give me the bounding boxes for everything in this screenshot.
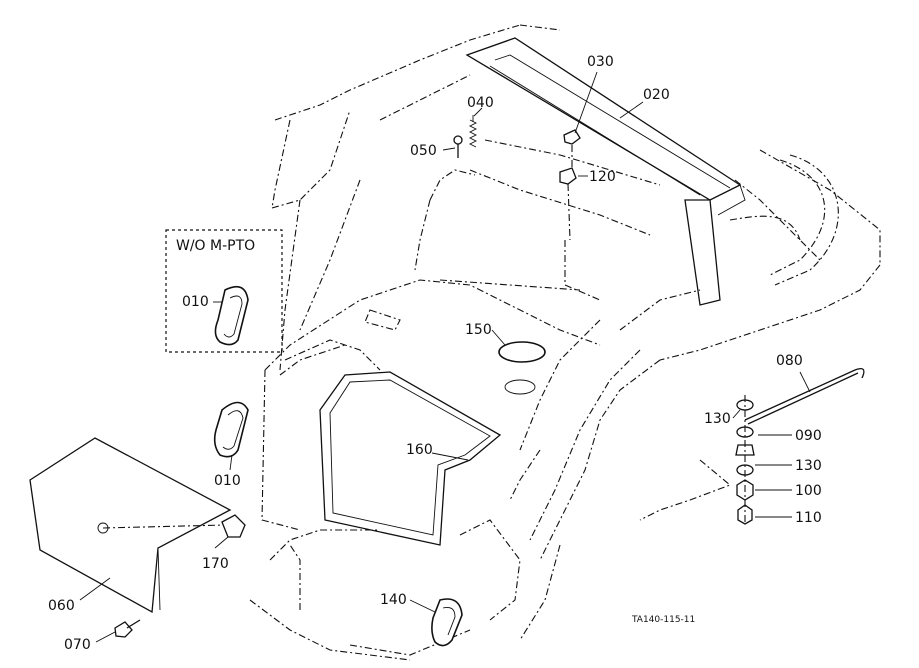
grommet-010	[213, 401, 249, 458]
callout-130-top: 130	[704, 411, 731, 427]
callout-060: 060	[48, 598, 75, 614]
callout-040: 040	[467, 95, 494, 111]
callout-130-lower: 130	[795, 458, 822, 474]
grommet-140	[431, 598, 463, 647]
side-cover-060	[29, 437, 232, 614]
callout-120: 120	[589, 169, 616, 185]
pin-050	[453, 135, 463, 158]
callout-170: 170	[202, 556, 229, 572]
rod-080	[744, 367, 865, 425]
variant-box: W/O M-PTO	[165, 229, 283, 353]
main-panel-outline	[261, 279, 601, 531]
callout-070: 070	[64, 637, 91, 653]
callout-150: 150	[465, 322, 492, 338]
callout-010: 010	[214, 473, 241, 489]
callout-030: 030	[587, 54, 614, 70]
callout-020: 020	[643, 87, 670, 103]
bolt-030	[563, 129, 581, 180]
grommet-010-boxed	[214, 285, 249, 346]
callout-110: 110	[795, 510, 822, 526]
callouts: 030 020 040 050 120 010 150 080 130 090 …	[48, 54, 822, 653]
bolt-120	[559, 167, 577, 241]
bolt-070	[114, 619, 141, 638]
leader-lines	[79, 71, 811, 643]
window-panel-160	[319, 371, 502, 546]
callout-100: 100	[795, 483, 822, 499]
reference-code: TA140-115-11	[631, 615, 695, 625]
callout-050: 050	[410, 143, 437, 159]
spring-040	[468, 115, 478, 148]
callout-160: 160	[406, 442, 433, 458]
rail-bracket-020	[465, 37, 746, 306]
clip-170	[221, 514, 246, 538]
callout-010-boxed: 010	[182, 294, 209, 310]
callout-080: 080	[776, 353, 803, 369]
callout-140: 140	[380, 592, 407, 608]
plug-150	[498, 341, 546, 395]
pipe-outline	[729, 154, 839, 286]
fender-outline	[249, 24, 881, 661]
callout-090: 090	[795, 428, 822, 444]
variant-box-label: W/O M-PTO	[176, 238, 255, 254]
